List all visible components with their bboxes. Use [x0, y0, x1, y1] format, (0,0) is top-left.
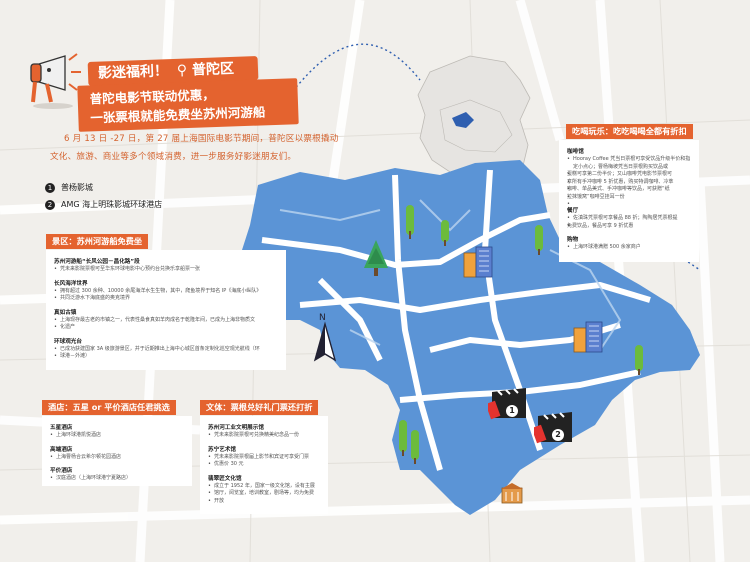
hotel-section-panel: 五星酒店 上海环球港凯悦酒店 高端酒店 上海曹杨合云希尔顿花园酒店 平价酒店 汉… — [42, 416, 192, 486]
cinema-marker-2[interactable]: 2 — [531, 412, 578, 456]
culture-item-title-3: 翡翠匠文化馆 — [208, 475, 242, 482]
building-icon — [462, 245, 496, 283]
food-group-title-1: 咖啡馆 — [567, 149, 584, 155]
tree-icon — [362, 238, 390, 282]
scenic-item-desc-3a: 上海现存最古老的市镇之一，代表性桑食真如羊肉成名于乾隆年间，已成为上海非物质文 — [54, 317, 278, 325]
hotel-item-desc-3: 汉庭酒店（上海环球港宁夏路店） — [50, 475, 184, 483]
food-group-desc-1e: 拉抹饿窝”咖啡豆挂耳一份 — [567, 194, 691, 202]
svg-text:N: N — [319, 313, 326, 323]
intro-text: 6 月 13 日 -27 日，第 27 届上海国际电影节期间，普陀区以票根撬动 … — [50, 130, 350, 166]
culture-item-desc-3b: 馆厅，阅览室，培训教室，剧场等，均为免费 — [208, 490, 320, 498]
food-group-desc-1a: Hooray Coffee 凭当日票根可享受饮品升级半价和指定小点心；曹杨梅坡凭… — [567, 156, 691, 171]
tree-icon — [410, 430, 420, 468]
hotel-item-title-3: 平价酒店 — [50, 468, 73, 474]
megaphone-mascot-icon — [25, 48, 85, 110]
food-group-desc-1d: 咖啡、单品美式、手冲咖啡等饮品，可获赠“纸 — [567, 186, 691, 194]
intro-line-1: 6 月 13 日 -27 日，第 27 届上海国际电影节期间，普陀区以票根撬动 — [64, 134, 339, 144]
venue-number-2: 2 — [45, 199, 55, 210]
food-group-desc-1c: 享所有手冲咖啡 5 折优惠，购买特调咖啡、冷萃 — [567, 179, 691, 187]
scenic-item-desc-1: 凭未来影院票根可至华东环球电影中心预约台兑换乐享船票一张 — [54, 266, 278, 274]
scenic-item-desc-4b: 球港－外滩） — [54, 353, 278, 361]
food-section-heading: 吃喝玩乐：吃吃喝喝全都有折扣 — [566, 124, 693, 139]
title-text: 影迷福利！ — [97, 63, 169, 82]
tree-icon — [634, 345, 644, 379]
hotel-item-desc-1: 上海环球港凯悦酒店 — [50, 432, 184, 440]
tree-icon — [398, 420, 408, 460]
venue-item-2: 2 AMG 海上明珠影城环球港店 — [45, 199, 162, 210]
food-group-desc-3: 上海环球港满赠 500 余家商户 — [567, 244, 691, 252]
tree-icon — [405, 205, 415, 243]
culture-item-desc-3c: 开放 — [208, 498, 320, 506]
putuo-inset-highlight — [452, 112, 474, 128]
food-group-desc-2a: 佐滇珠凭票根可享餐品 88 折；陶陶居凭票根提 — [567, 215, 691, 223]
scenic-item-desc-2b: 共同泛游水下海底盛的奥克境界 — [54, 295, 278, 303]
intro-line-2: 文化、旅游、商业等多个领域消费，进一步服务好影迷朋友们。 — [50, 152, 297, 162]
culture-item-desc-2a: 凭未来影院票根届上影节和宾证可享受门票 — [208, 454, 320, 462]
title-location: 普陀区 — [191, 60, 235, 79]
route-dotted-line — [289, 43, 421, 96]
shanghai-inset-map — [417, 55, 531, 179]
scenic-section-panel: 苏州河游船“长风公园－昌化路”段 凭未来影院票根可至华东环球电影中心预约台兑换乐… — [46, 250, 286, 370]
cultural-hall-icon — [500, 482, 524, 508]
hotel-item-title-1: 五星酒店 — [50, 425, 73, 431]
scenic-item-desc-3b: 化遗产 — [54, 324, 278, 332]
compass-icon: N — [305, 310, 345, 374]
building-icon — [572, 320, 606, 358]
cinema-marker-number-2: 2 — [552, 429, 564, 441]
venue-number-1: 1 — [45, 182, 55, 193]
food-group-title-3: 购物 — [567, 237, 579, 243]
page-subtitle: 普陀电影节联动优惠， 一张票根就能免费坐苏州河游船 — [77, 78, 299, 132]
culture-item-desc-2b: 优惠价 30 元 — [208, 461, 320, 469]
food-group-desc-2b: 免费饮品，餐品可享 9 折优惠 — [567, 223, 691, 231]
venue-item-1: 1 普杨影城 — [45, 182, 93, 193]
scenic-item-desc-4a: 已成功获建国家 3A 级旅游景区，并于近期推出上海中心城区首条定制化巡空观光航线… — [54, 346, 278, 354]
tree-icon — [440, 220, 450, 250]
venue-name-2: AMG 海上明珠影城环球港店 — [61, 200, 163, 209]
food-group-title-2: 餐厅 — [567, 208, 579, 214]
hotel-item-desc-2: 上海曹杨合云希尔顿花园酒店 — [50, 454, 184, 462]
venue-name-1: 普杨影城 — [61, 183, 93, 192]
scenic-item-title-2: 长风海洋世界 — [54, 280, 88, 287]
scenic-item-title-3: 真如古镇 — [54, 309, 77, 316]
scenic-section-heading: 景区：苏州河游船免费坐 — [46, 234, 149, 249]
scenic-item-title-4: 环球观光台 — [54, 338, 82, 345]
tree-icon — [534, 225, 544, 259]
location-pin-icon: ⚲ — [176, 62, 188, 79]
cinema-marker-number-1: 1 — [506, 405, 518, 417]
culture-section-heading: 文体：票根兑好礼门票还打折 — [200, 400, 319, 415]
culture-item-desc-3a: 成立于 1952 年，国家一级文化馆，设有主展 — [208, 483, 320, 491]
culture-section-panel: 苏州河工业文明展示馆 凭未来影院票根可兑换精美纪念品一份 苏宁艺术馆 凭未来影院… — [200, 416, 328, 514]
culture-item-title-2: 苏宁艺术馆 — [208, 446, 236, 453]
culture-item-title-1: 苏州河工业文明展示馆 — [208, 425, 264, 431]
cinema-marker-1[interactable]: 1 — [485, 388, 532, 432]
food-group-desc-1b: 蛋糕可享第二份半价；又山咖啡凭电影节票根可 — [567, 171, 691, 179]
hotel-item-title-2: 高端酒店 — [50, 446, 73, 453]
scenic-item-desc-2a: 拥有超过 300 余种、10000 余尾海洋水生生物，其中，爬鱼境界于知名 IP… — [54, 288, 278, 296]
hotel-section-heading: 酒店：五星 or 平价酒店任君挑选 — [42, 400, 176, 415]
culture-item-desc-1: 凭未来影院票根可兑换精美纪念品一份 — [208, 432, 320, 440]
scenic-item-title-1: 苏州河游船“长风公园－昌化路”段 — [54, 259, 140, 265]
food-section-panel: 咖啡馆 Hooray Coffee 凭当日票根可享受饮品升级半价和指定小点心；曹… — [559, 140, 699, 262]
